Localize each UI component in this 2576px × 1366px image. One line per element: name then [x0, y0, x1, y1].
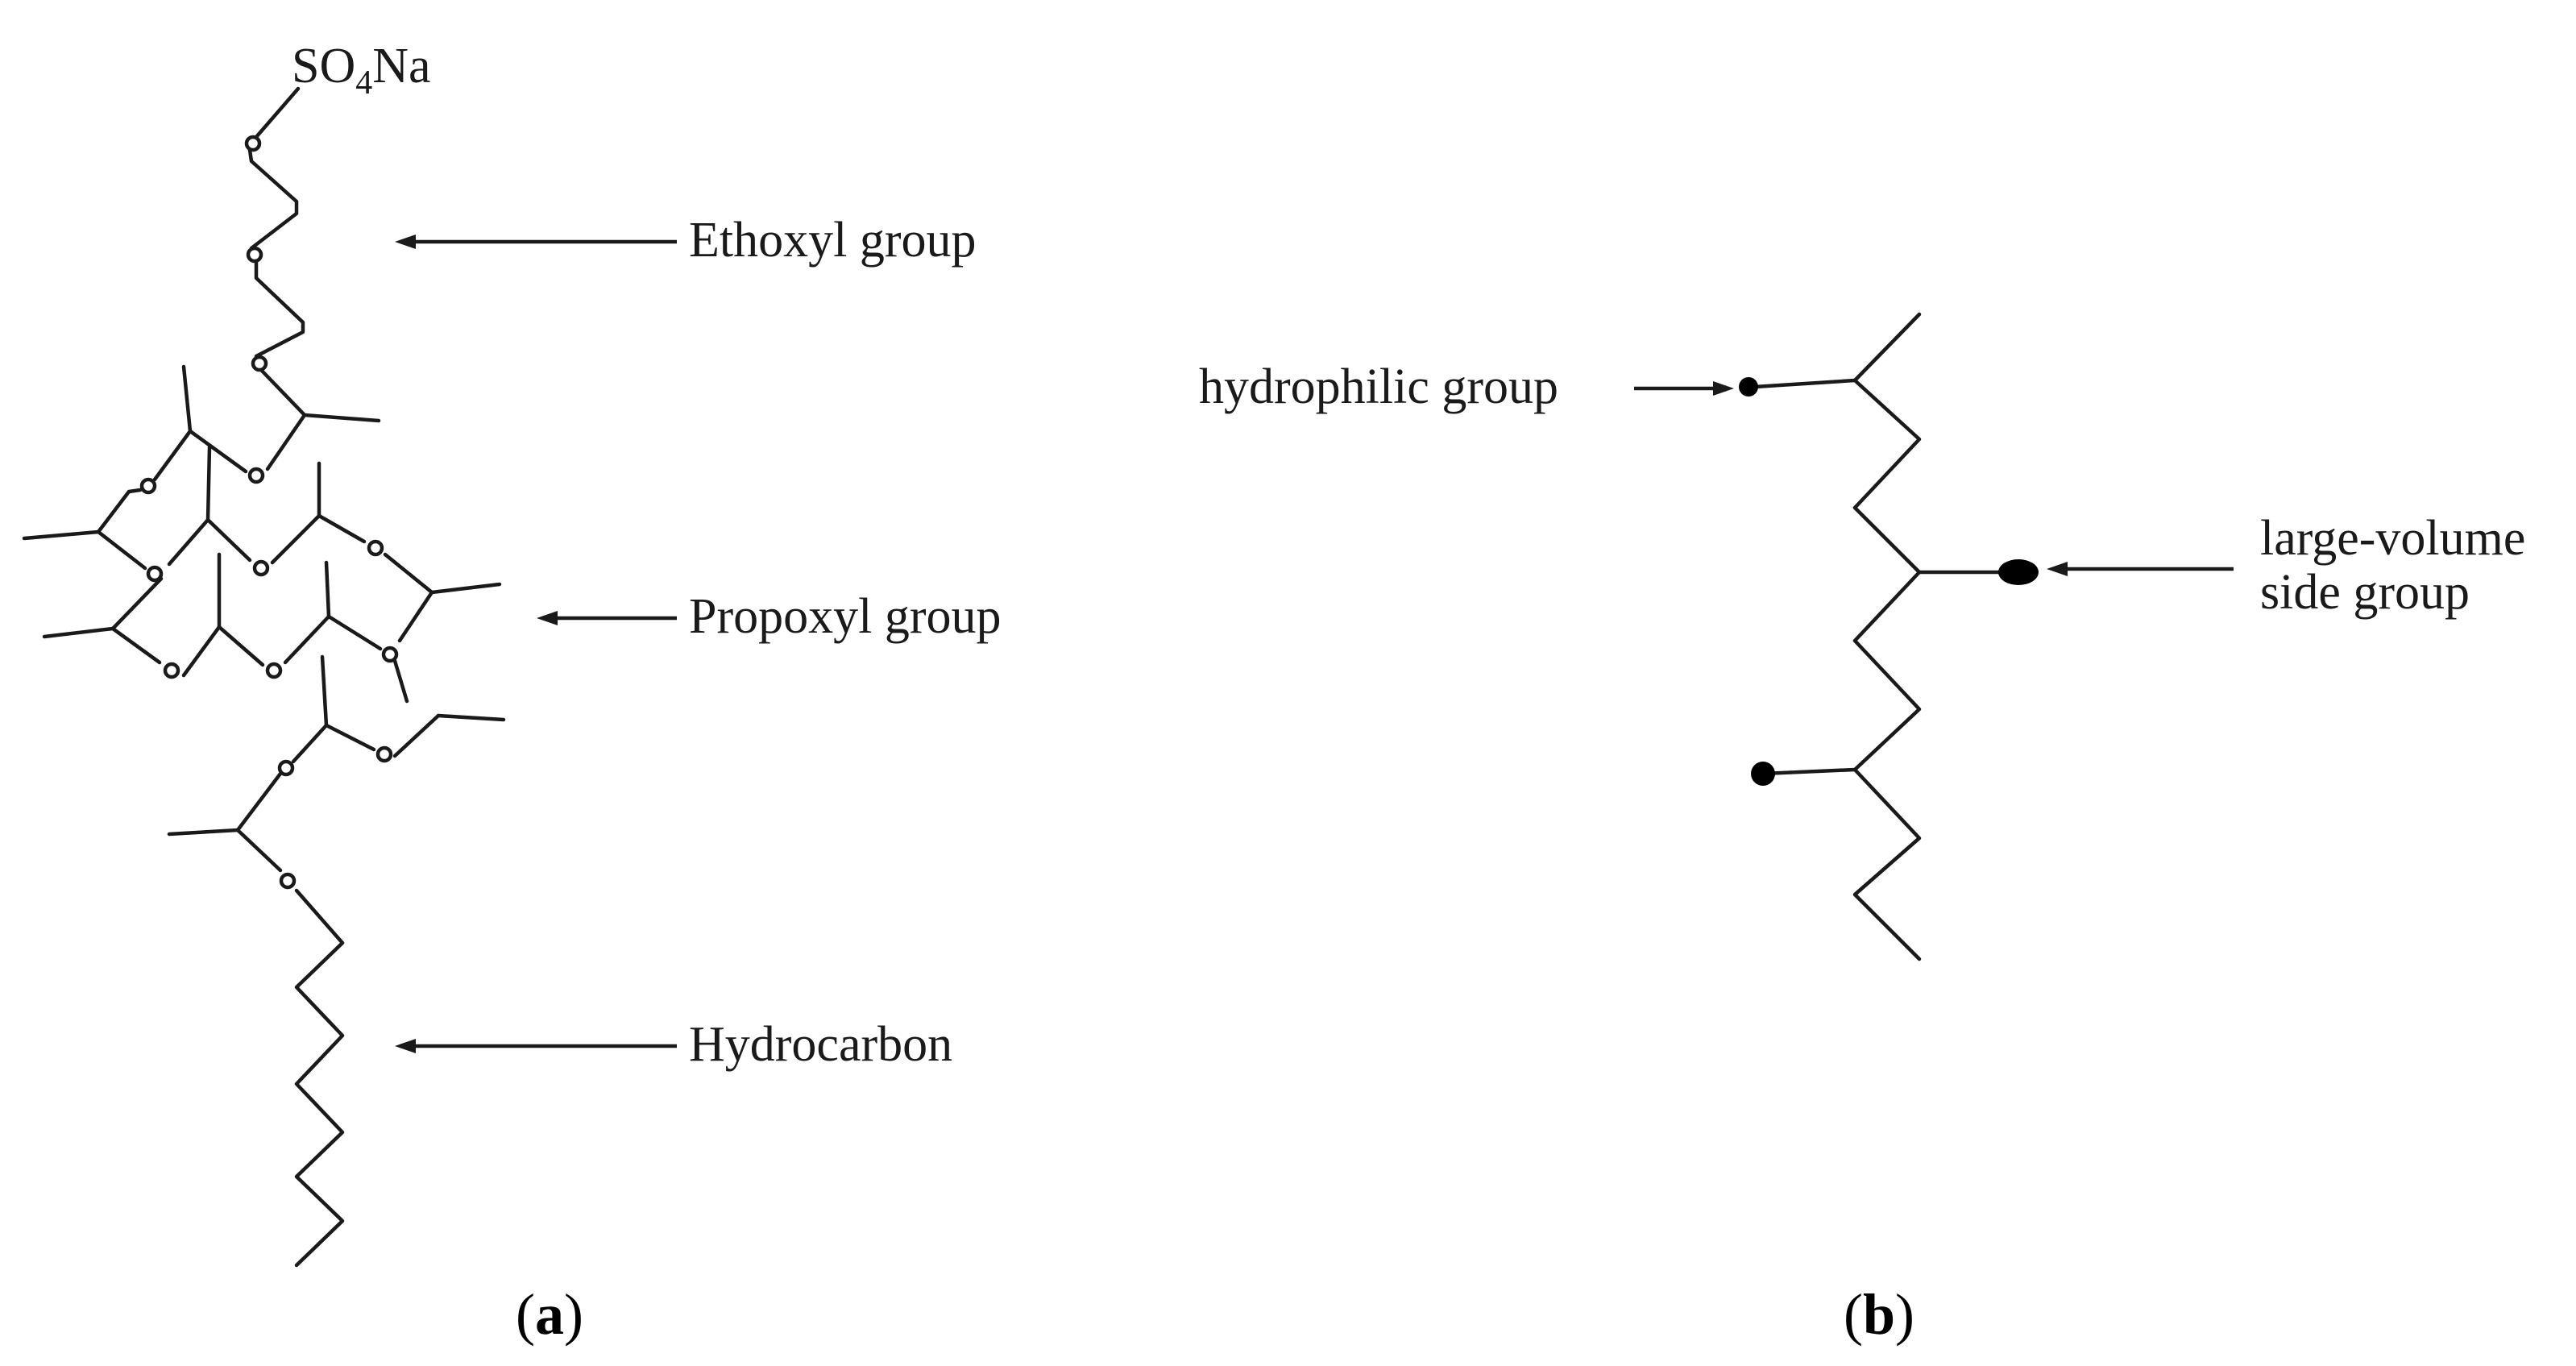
oxygen-atoms [139, 135, 399, 890]
panel-b-structure: hydrophilic group large-volume side grou… [1199, 312, 2525, 1347]
hydrocarbon-tail [294, 888, 345, 1268]
oxygen-atom [265, 662, 283, 679]
oxygen-atom [277, 759, 295, 777]
oxygen-atom [381, 646, 399, 663]
oxygen-atom [279, 872, 297, 890]
panel-a-caption: (a) [516, 1282, 583, 1347]
propoxyl-cluster [22, 364, 506, 873]
propoxyl-arrow [537, 611, 677, 625]
sulfate-head-group: SO4Na [292, 39, 431, 102]
propoxyl-label: Propoxyl group [689, 589, 1002, 644]
oxygen-atom [252, 559, 270, 577]
oxygen-atom [367, 539, 384, 557]
hydrocarbon-arrow [395, 1039, 677, 1053]
branched-backbone [1852, 312, 1922, 961]
hydrocarbon-label: Hydrocarbon [689, 1017, 952, 1072]
side-group-label-line2: side group [2260, 565, 2470, 620]
oxygen-atom [251, 355, 268, 372]
oxygen-atom [244, 135, 262, 152]
oxygen-atom [375, 745, 393, 763]
side-group-label-line1: large-volume [2260, 511, 2525, 566]
hydrophilic-bond-lower [1761, 767, 1857, 776]
oxygen-atom [163, 662, 180, 679]
oxygen-atom [246, 246, 263, 264]
ethoxyl-chain [247, 86, 307, 417]
large-volume-side-group-dot [1998, 559, 2039, 585]
ethoxyl-label: Ethoxyl group [689, 213, 976, 268]
oxygen-atom [247, 467, 265, 484]
hydrophilic-arrow [1634, 381, 1734, 396]
side-group-arrow [2047, 562, 2234, 576]
hydrophilic-dot-upper [1739, 377, 1758, 397]
panel-a-structure: SO4Na [22, 39, 1002, 1347]
oxygen-atom [139, 477, 157, 495]
ethoxyl-arrow [395, 235, 677, 249]
hydrophilic-bond-upper [1753, 378, 1857, 389]
oxygen-atom [146, 565, 164, 583]
hydrophilic-dot-lower [1751, 762, 1775, 786]
panel-b-caption: (b) [1844, 1282, 1914, 1347]
hydrophilic-label: hydrophilic group [1199, 359, 1558, 414]
